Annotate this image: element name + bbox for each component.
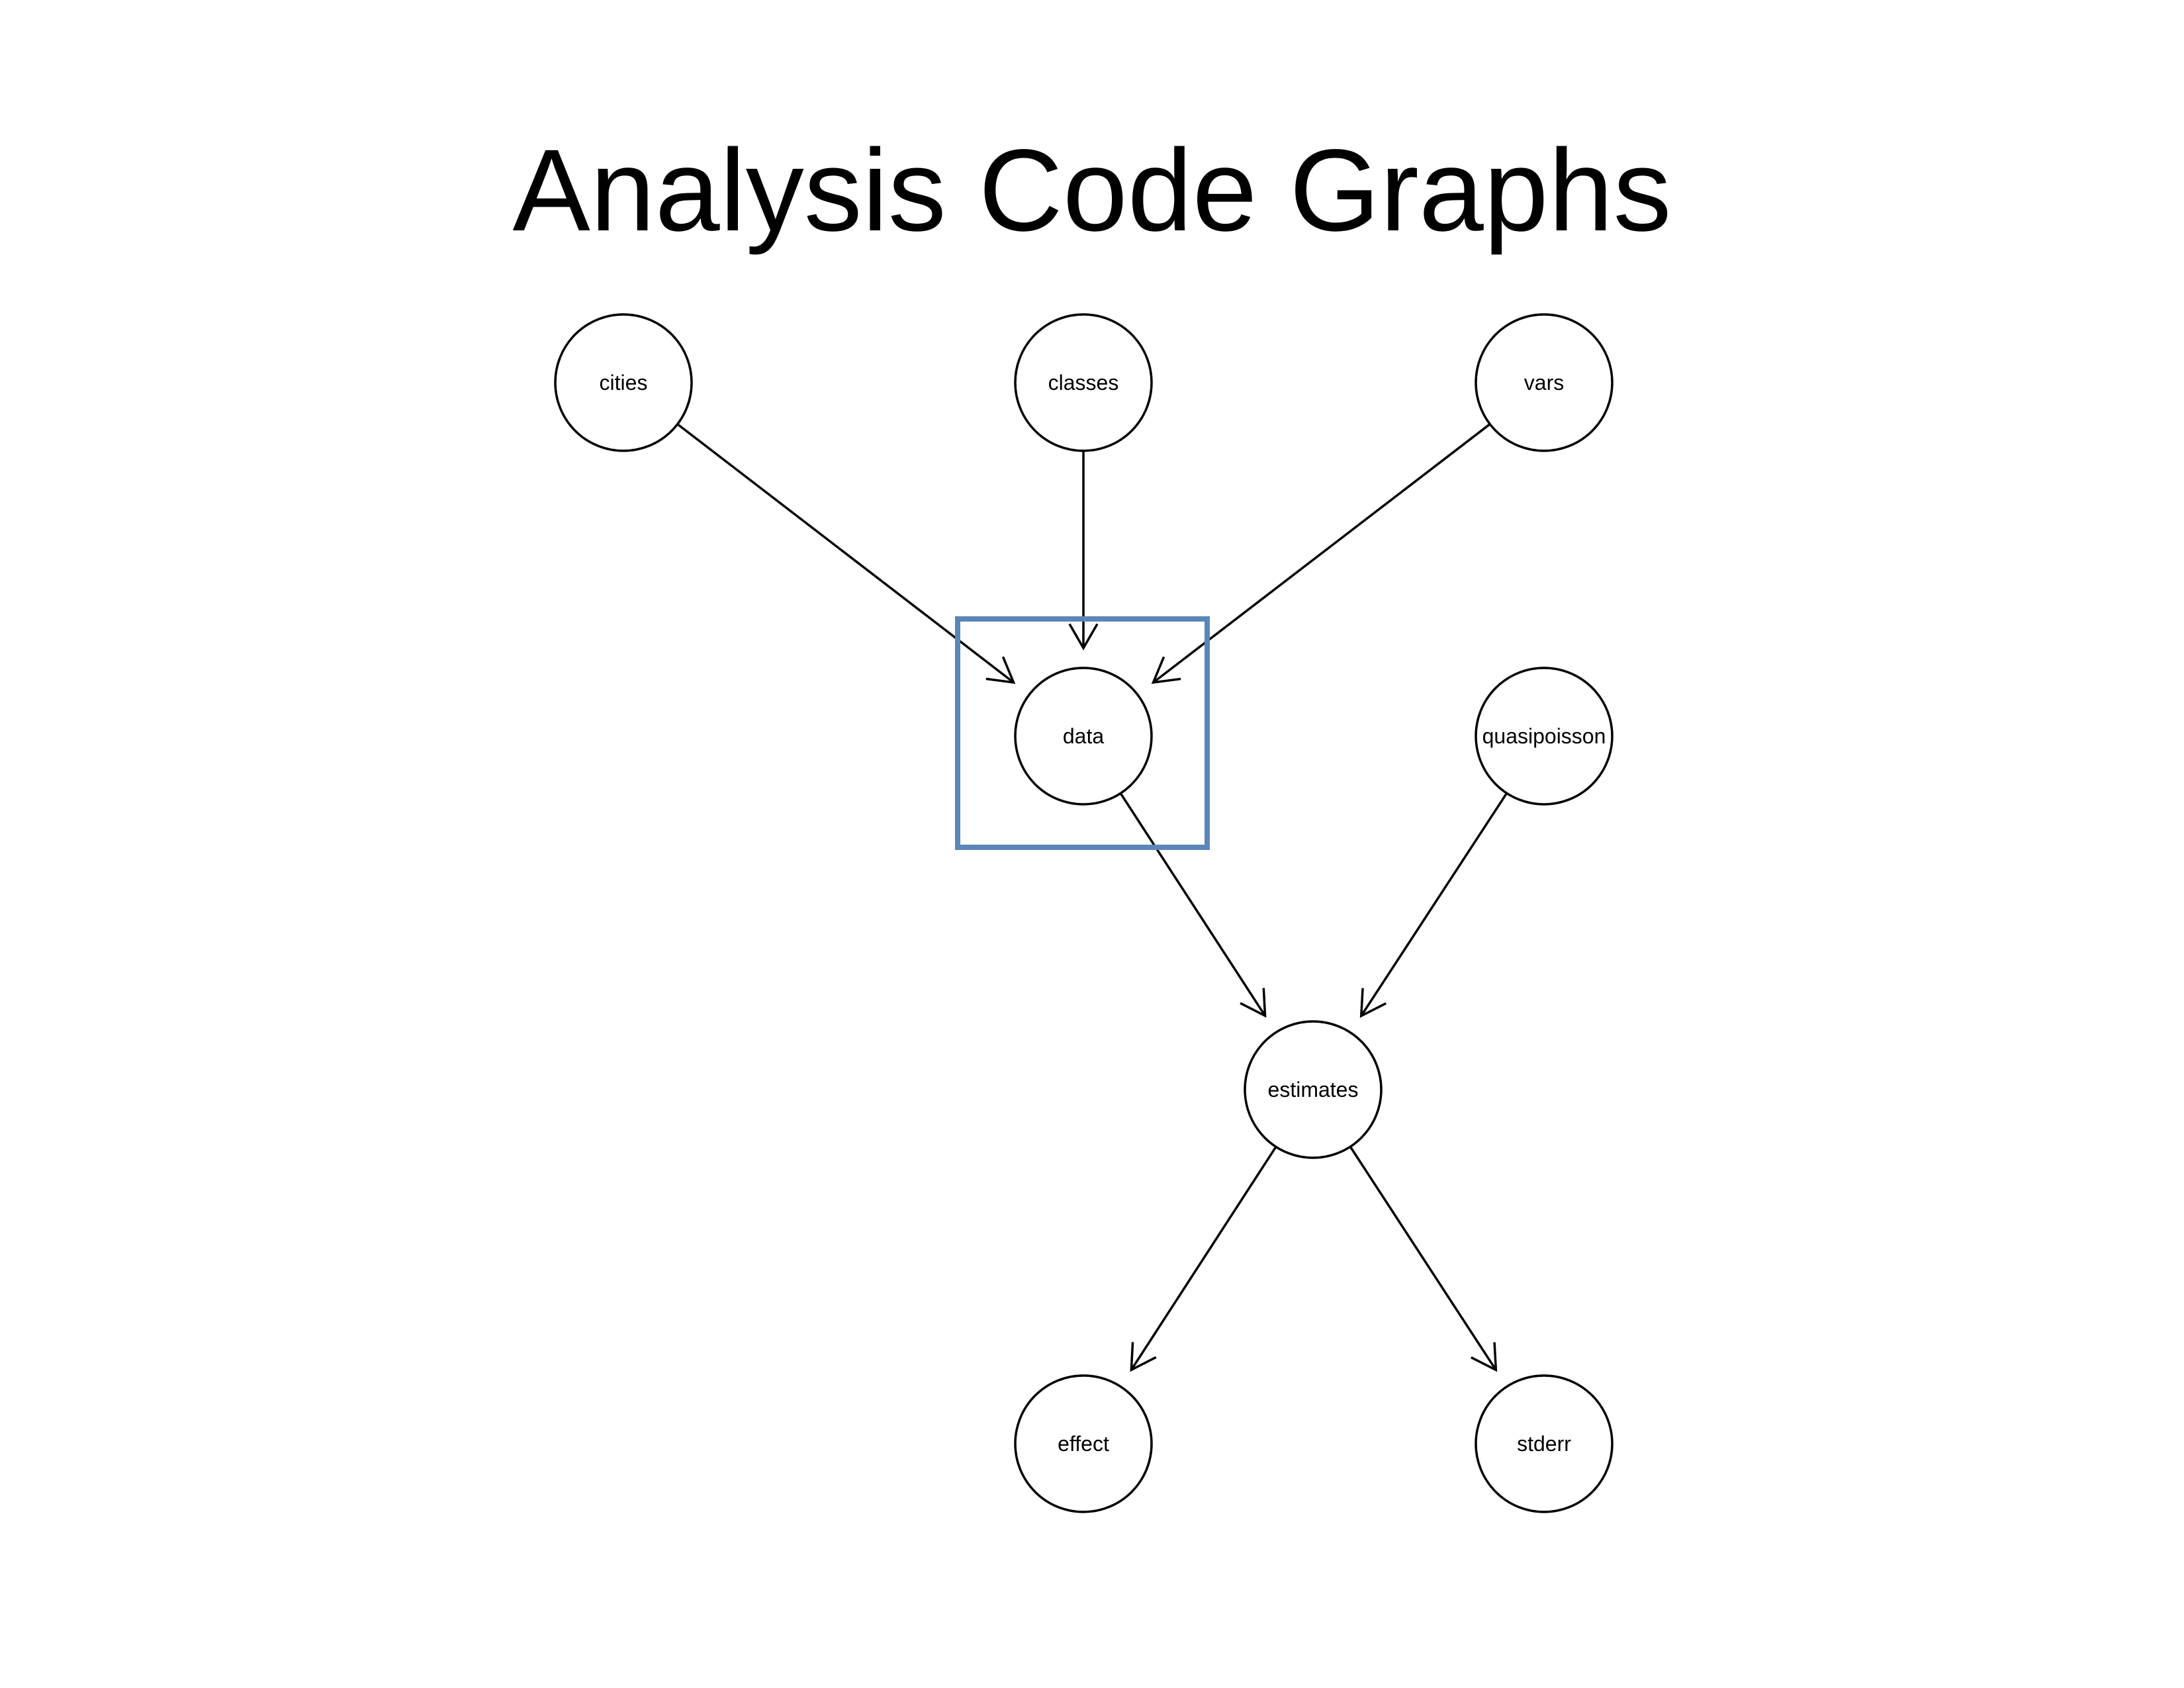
edge-data-to-estimates: [1119, 792, 1267, 1018]
arrowhead-icon: [985, 656, 1016, 684]
edge-estimates-to-effect: [1130, 1146, 1277, 1372]
node-label: effect: [1058, 1432, 1109, 1456]
node-label: data: [1063, 724, 1104, 748]
edge-cities-to-data: [676, 423, 1016, 684]
node-data: data: [1014, 667, 1153, 806]
node-circle: [554, 313, 693, 452]
edge-line: [1152, 423, 1491, 684]
node-classes: classes: [1014, 313, 1153, 452]
node-circle: [1475, 1374, 1614, 1513]
node-stderr: stderr: [1475, 1374, 1614, 1513]
arrowhead-icon: [1130, 1342, 1157, 1372]
edge-line: [1360, 792, 1508, 1017]
edge-quasipoisson-to-estimates: [1359, 792, 1508, 1018]
node-label: quasipoisson: [1482, 724, 1606, 748]
node-label: stderr: [1517, 1432, 1571, 1456]
nodes-layer: cities classes vars data quasipoisson estimat…: [554, 313, 1614, 1513]
highlight-box: [955, 616, 1210, 850]
node-label: estimates: [1268, 1078, 1359, 1102]
edge-line: [1130, 1146, 1277, 1371]
edge-line: [1119, 792, 1266, 1017]
edge-line: [1349, 1146, 1497, 1371]
node-effect: effect: [1014, 1374, 1153, 1513]
node-circle: [1014, 667, 1153, 806]
edges-layer: [676, 423, 1508, 1372]
node-vars: vars: [1475, 313, 1614, 452]
edge-estimates-to-stderr: [1349, 1146, 1498, 1372]
arrowhead-icon: [1068, 623, 1099, 651]
node-circle: [1244, 1020, 1383, 1159]
node-label: cities: [600, 371, 648, 395]
node-label: classes: [1048, 371, 1119, 395]
edge-classes-to-data: [1068, 451, 1099, 651]
node-circle: [1014, 1374, 1153, 1513]
arrowhead-icon: [1151, 656, 1181, 684]
node-cities: cities: [554, 313, 693, 452]
arrowhead-icon: [1471, 1342, 1498, 1372]
node-estimates: estimates: [1244, 1020, 1383, 1159]
edge-vars-to-data: [1151, 423, 1491, 684]
node-label: vars: [1524, 371, 1564, 395]
node-circle: [1014, 313, 1153, 452]
edge-line: [676, 423, 1015, 684]
arrowhead-icon: [1240, 988, 1267, 1018]
slide-title: Analysis Code Graphs: [512, 126, 1672, 256]
arrowhead-icon: [1359, 988, 1387, 1018]
node-quasipoisson: quasipoisson: [1475, 667, 1614, 806]
node-circle: [1475, 667, 1614, 806]
node-circle: [1475, 313, 1614, 452]
